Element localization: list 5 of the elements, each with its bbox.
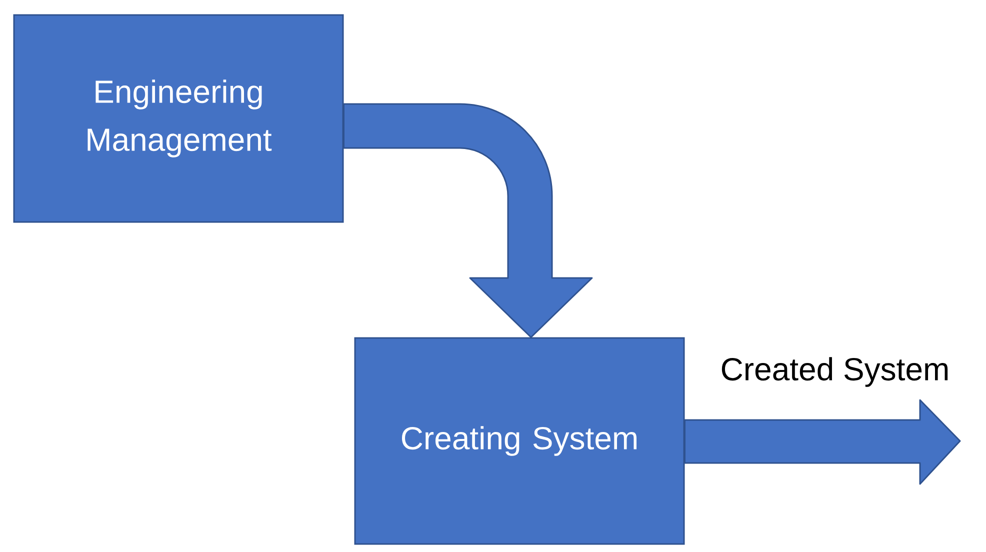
process-box: Creating System <box>354 337 685 545</box>
block-arrow <box>343 103 593 338</box>
edge-label: Created System <box>719 356 951 388</box>
block-arrow <box>684 399 961 485</box>
process-box: Engineering Management <box>13 14 344 223</box>
